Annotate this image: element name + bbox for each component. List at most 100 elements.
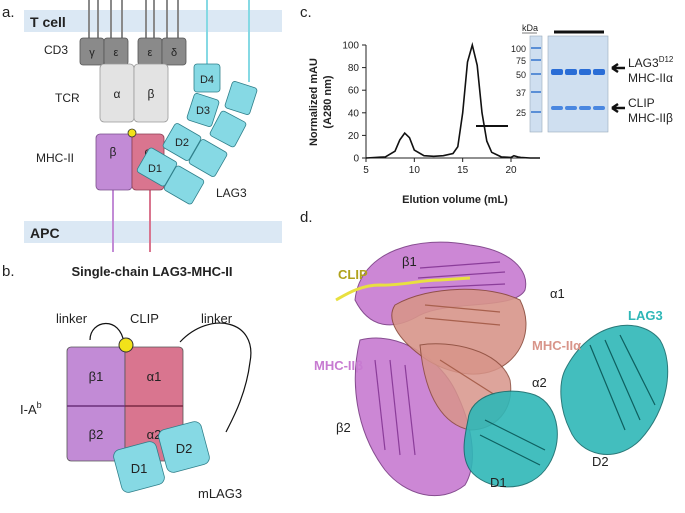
beta2-label: β2 xyxy=(89,427,104,442)
upper-band-arrow xyxy=(611,62,625,74)
lag3-d4: D4 xyxy=(200,74,214,86)
lag3-d1-ribbon xyxy=(463,390,558,488)
marker-100: 100 xyxy=(511,44,526,54)
mhc-beta-letter: β xyxy=(110,145,117,159)
linker-right-label: linker xyxy=(201,311,233,326)
panel-a-letter: a. xyxy=(2,4,15,21)
label-mhc-alpha: MHC-IIα xyxy=(532,338,581,353)
elution-chart: 5 10 15 20 0 20 40 60 80 100 xyxy=(342,41,540,176)
y-axis-label-2: (A280 nm) xyxy=(322,75,334,129)
band-label-mhc-beta: MHC-IIβ xyxy=(628,111,673,125)
apc-membrane xyxy=(24,221,282,243)
cd3-tails xyxy=(88,0,179,38)
label-a2: α2 xyxy=(532,375,547,390)
lag3-strands xyxy=(479,334,656,466)
y-tick-label: 60 xyxy=(348,86,360,97)
y-axis-label-1: Normalized mAU xyxy=(308,58,320,146)
label-b2: β2 xyxy=(336,420,351,435)
label-a1: α1 xyxy=(550,286,565,301)
label-clip: CLIP xyxy=(338,267,368,282)
x-tick-label: 5 xyxy=(363,165,369,176)
ladder-lane xyxy=(529,35,543,133)
x-axis-label: Elution volume (mL) xyxy=(402,194,508,206)
lag3-d1: D1 xyxy=(148,163,162,175)
y-tick-label: 100 xyxy=(342,41,359,52)
kda-label: kDa xyxy=(522,23,538,33)
mhc-beta-chain xyxy=(95,133,133,191)
mhc-label: MHC-II xyxy=(36,151,74,165)
y-tick-label: 40 xyxy=(348,108,360,119)
y-tick-label: 80 xyxy=(348,63,360,74)
band-label-lag3: LAG3D12 xyxy=(628,55,674,70)
mlag3-d2-label: D2 xyxy=(176,441,193,456)
tcr-beta: β xyxy=(148,87,155,101)
x-ticks: 5 10 15 20 xyxy=(363,158,517,176)
cd3-delta: δ xyxy=(171,47,177,59)
panel-b: b. Single-chain LAG3-MHC-II linker CLIP … xyxy=(2,263,252,501)
x-tick-label: 15 xyxy=(457,165,469,176)
alpha1-label: α1 xyxy=(147,369,162,384)
lower-band-arrow xyxy=(611,102,625,114)
linker-left-label: linker xyxy=(56,311,88,326)
y-tick-label: 0 xyxy=(353,154,359,165)
tcr-alpha: α xyxy=(114,87,121,101)
iab-label: I-Ab xyxy=(20,400,42,417)
gel-bands-lower xyxy=(551,106,605,110)
elution-trace xyxy=(365,41,540,159)
marker-25: 25 xyxy=(516,108,526,118)
lag3-d2: D2 xyxy=(175,137,189,149)
band-label-clip: CLIP xyxy=(628,96,655,110)
lag3-tails xyxy=(206,0,250,82)
label-mhc-beta: MHC-IIβ xyxy=(314,358,363,373)
clip-peptide-a xyxy=(127,128,137,138)
mlag3-d2 xyxy=(158,421,210,473)
cd3-label: CD3 xyxy=(44,43,68,57)
linker-right xyxy=(179,322,252,433)
apc-label: APC xyxy=(30,225,60,241)
y-tick-label: 20 xyxy=(348,131,360,142)
panel-b-letter: b. xyxy=(2,263,15,280)
marker-50: 50 xyxy=(516,70,526,80)
label-d2: D2 xyxy=(592,454,609,469)
marker-37: 37 xyxy=(516,88,526,98)
mlag3-label: mLAG3 xyxy=(198,486,242,501)
alpha-sheet-strands xyxy=(424,304,501,396)
beta-sheet-strands xyxy=(374,261,506,456)
tcell-label: T cell xyxy=(30,14,66,30)
clip-label-b: CLIP xyxy=(130,311,159,326)
panel-b-title: Single-chain LAG3-MHC-II xyxy=(71,264,232,279)
band-label-mhc-alpha: MHC-IIα xyxy=(628,71,673,85)
x-tick-label: 20 xyxy=(505,165,517,176)
y-ticks: 0 20 40 60 80 100 xyxy=(342,41,366,165)
lag3-label: LAG3 xyxy=(216,186,247,200)
mlag3-d1-label: D1 xyxy=(131,461,148,476)
label-d1: D1 xyxy=(490,475,507,490)
lag3-d2-ribbon xyxy=(560,324,669,455)
cd3-gamma: γ xyxy=(89,47,95,59)
cd3-epsilon-1: ε xyxy=(114,47,119,59)
alpha2-label: α2 xyxy=(147,427,162,442)
panel-d: d. β1 α1 CLIP MHC-IIα MHC-IIβ α2 β2 xyxy=(300,209,669,497)
label-b1: β1 xyxy=(402,254,417,269)
beta1-label: β1 xyxy=(89,369,104,384)
clip-peptide-b xyxy=(118,337,134,353)
gel-bands-upper xyxy=(551,69,605,75)
tcr-label: TCR xyxy=(55,91,80,105)
beta-domain-block xyxy=(66,346,126,462)
x-tick-label: 10 xyxy=(409,165,421,176)
ladder-bands xyxy=(531,47,541,113)
cd3-epsilon-2: ε xyxy=(148,47,153,59)
label-lag3: LAG3 xyxy=(628,308,663,323)
mlag3-d1 xyxy=(113,441,165,493)
clip-peptide-ribbon xyxy=(335,276,471,302)
marker-75: 75 xyxy=(516,56,526,66)
lag3-domains xyxy=(136,63,258,205)
gel-image xyxy=(547,35,609,133)
lag3-d3: D3 xyxy=(196,105,210,117)
panel-a: a. T cell APC CD3 γ ε ε δ TCR xyxy=(2,0,282,252)
cd3-chains xyxy=(79,37,187,66)
tcr-chains xyxy=(99,63,169,123)
